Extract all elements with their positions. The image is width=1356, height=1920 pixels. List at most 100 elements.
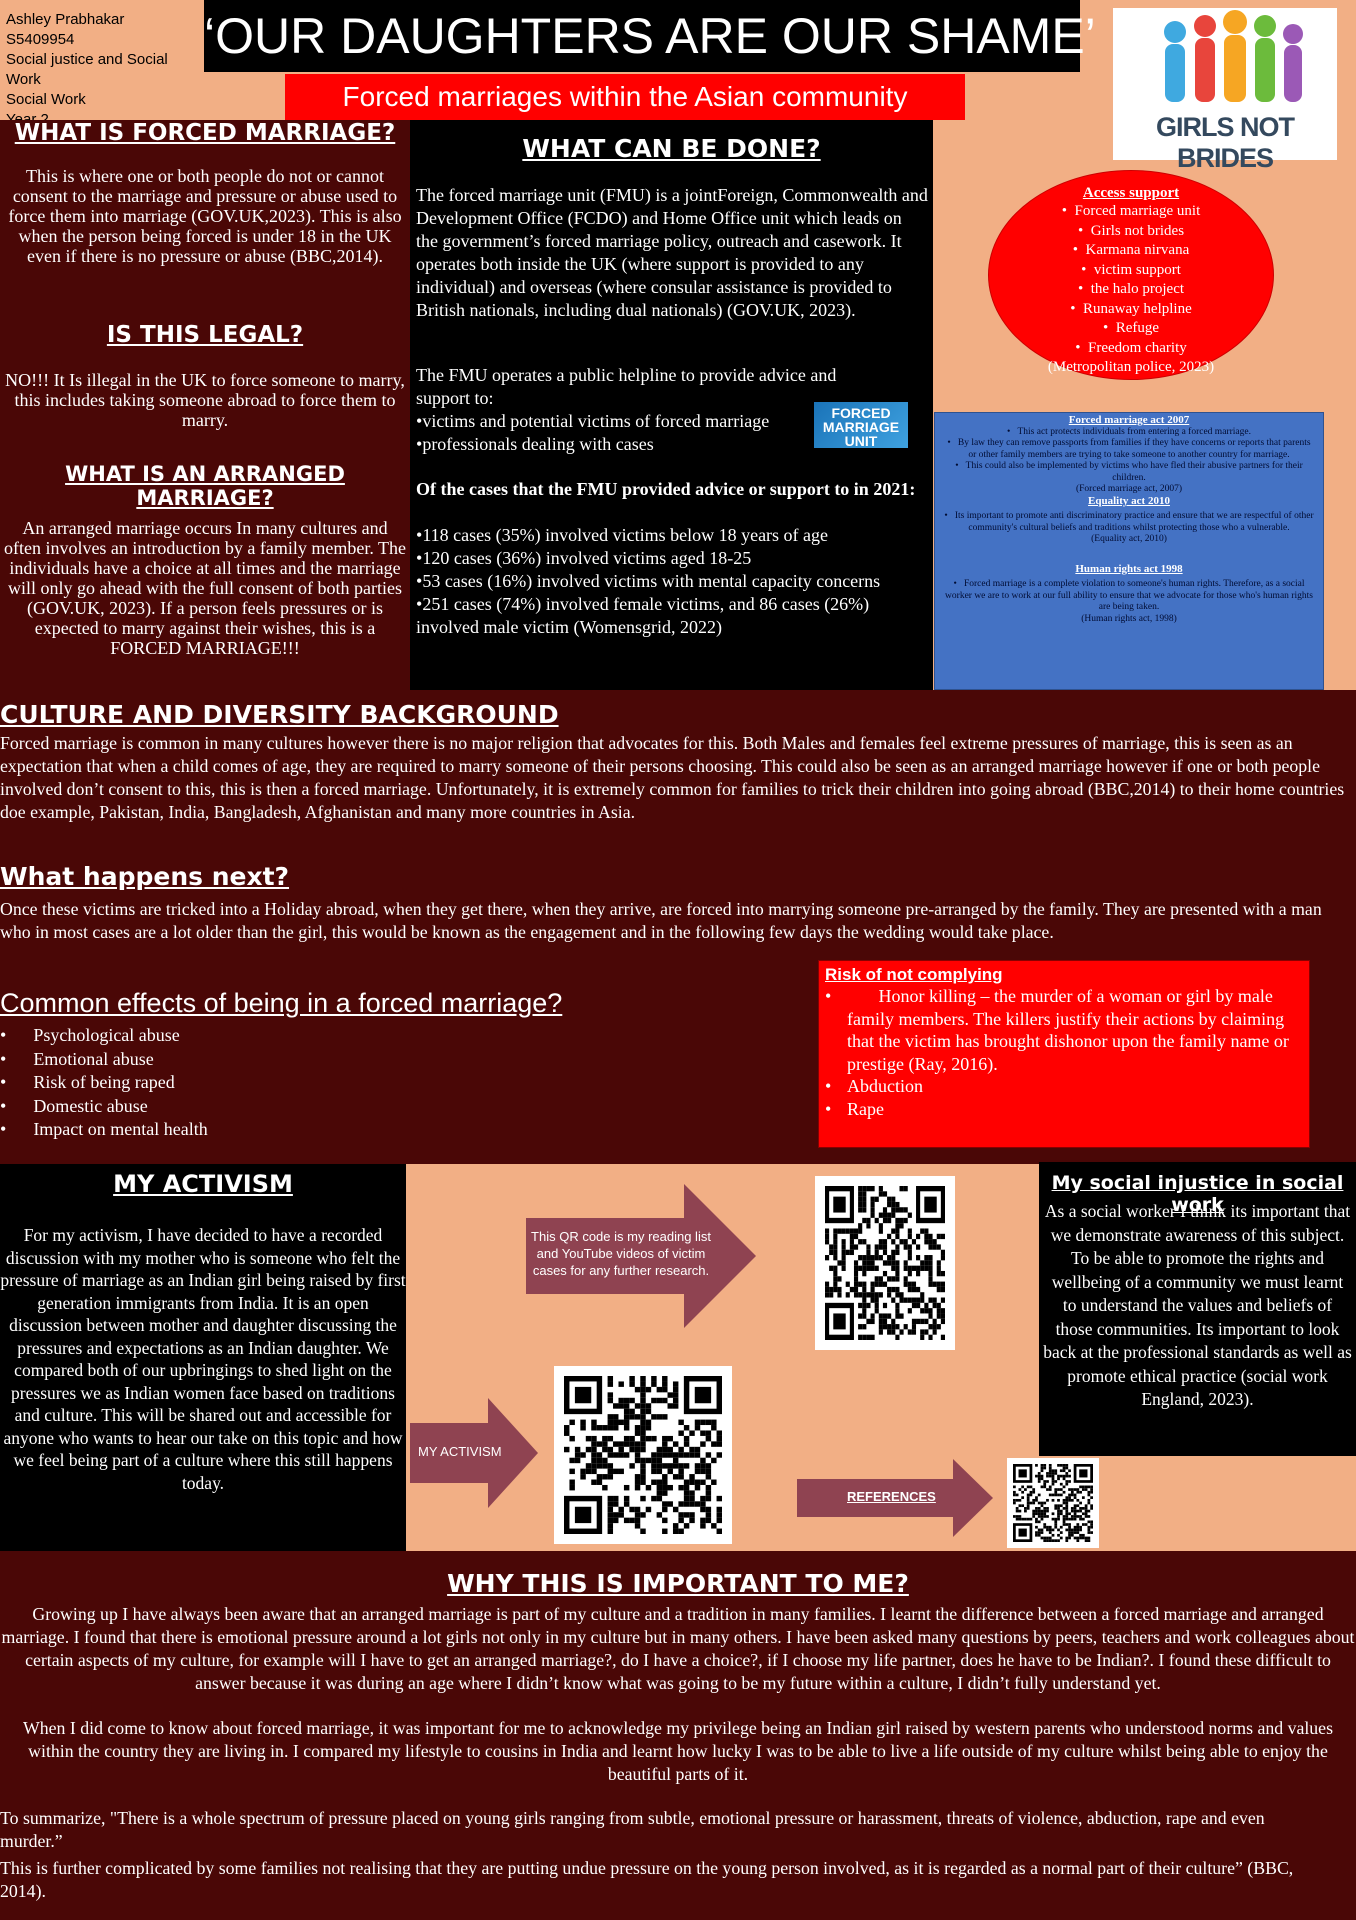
author-id: S5409954 (6, 31, 75, 48)
activism-qr-code[interactable] (554, 1366, 732, 1544)
fmu-logo-text: FORCED MARRIAGE UNIT (822, 405, 900, 448)
important-paragraph-2: When I did come to know about forced mar… (22, 1718, 1333, 1784)
important-paragraph-4: This is further complicated by some fami… (0, 1858, 1294, 1901)
activism-arrow-label: MY ACTIVISM (418, 1444, 502, 1459)
activism-arrow[interactable]: MY ACTIVISM (410, 1398, 538, 1508)
fma-item: • This could also be implemented by vict… (955, 461, 1303, 483)
stats-heading: Of the cases that the FMU provided advic… (416, 479, 916, 499)
culture-section: CULTURE AND DIVERSITY BACKGROUND Forced … (0, 690, 1356, 1164)
girls-not-brides-logo: GIRLS NOT BRIDES (1113, 8, 1337, 173)
support-item: • Karmana nirvana (1072, 242, 1190, 258)
done-paragraph-1: The forced marriage unit (FMU) is a join… (416, 185, 928, 320)
support-item: • Runaway helpline (1070, 300, 1192, 317)
reading-list-arrow: This QR code is my reading list and YouT… (526, 1184, 756, 1328)
injustice-text: As a social worker I think its important… (1043, 1201, 1352, 1409)
culture-heading: CULTURE AND DIVERSITY BACKGROUND (0, 700, 559, 729)
hra-source: (Human rights act, 1998) (1081, 613, 1177, 624)
social-injustice-panel: My social injustice in social work As a … (1039, 1162, 1356, 1456)
reading-list-text: This QR code is my reading list and YouT… (531, 1229, 711, 1278)
culture-text: Forced marriage is common in many cultur… (0, 733, 1345, 822)
effects-item: • Impact on mental health (0, 1119, 208, 1139)
author-name: Ashley Prabhakar (6, 11, 125, 28)
hra-heading: Human rights act 1998 (1075, 562, 1183, 575)
ea-source: (Equality act, 2010) (1091, 534, 1167, 544)
stats-item: •53 cases (16%) involved victims with me… (416, 571, 881, 591)
injustice-heading: My social injustice in social work (1051, 1172, 1344, 1216)
reading-list-qr-code[interactable] (815, 1176, 955, 1350)
logo-text: GIRLS NOT BRIDES (1156, 112, 1295, 173)
legislation-panel: Forced marriage act 2007 • This act prot… (934, 412, 1324, 690)
risk-box: Risk of not complying • Honor killing – … (818, 960, 1310, 1148)
fma-item: • This act protects individuals from ent… (1007, 426, 1251, 437)
references-arrow[interactable]: REFERENCES (797, 1459, 993, 1537)
qr-code-icon (825, 1186, 945, 1340)
next-heading: What happens next? (0, 862, 290, 891)
author-module: Social justice and Social Work (6, 51, 168, 88)
activism-text: For my activism, I have decided to have … (0, 1225, 406, 1493)
hra-item: • Forced marriage is a complete violatio… (945, 579, 1313, 612)
effects-item: • Psychological abuse (0, 1025, 180, 1045)
fma-heading: Forced marriage act 2007 (1068, 414, 1190, 426)
support-item: • Refuge (1102, 320, 1160, 336)
support-item: • victim support (1081, 261, 1181, 278)
qr-code-icon (1013, 1464, 1093, 1542)
poster-subtitle: Forced marriages within the Asian commun… (342, 81, 908, 112)
fma-source: (Forced marriage act, 2007) (1075, 484, 1183, 494)
next-text: Once these victims are tricked into a Ho… (0, 899, 1322, 942)
support-item: • Freedom charity (1075, 339, 1187, 356)
access-support-list: • Forced marriage unit • Girls not bride… (989, 202, 1273, 378)
support-source: (Metropolitan police, 2023) (1047, 359, 1215, 375)
important-heading: WHY THIS IS IMPORTANT TO ME? (447, 1569, 909, 1598)
poster-subtitle-box: Forced marriages within the Asian commun… (285, 74, 965, 120)
risk-list: • Honor killing – the murder of a woman … (825, 985, 1303, 1120)
stats-item: •251 cases (74%) involved female victims… (416, 594, 870, 637)
arranged-text: An arranged marriage occurs In many cult… (3, 518, 407, 658)
poster-title: ‘OUR DAUGHTERS ARE OUR SHAME’ (204, 8, 1096, 64)
done-paragraph-2: The FMU operates a public helpline to pr… (416, 365, 837, 408)
forced-marriage-text: This is where one or both people do not … (8, 166, 402, 266)
fmu-support-item: •victims and potential victims of forced… (416, 411, 770, 431)
fmu-support-list: •victims and potential victims of forced… (416, 410, 836, 456)
risk-item: • Honor killing – the murder of a woman … (825, 986, 1289, 1074)
activism-heading: MY ACTIVISM (113, 1170, 293, 1198)
qr-code-icon (564, 1376, 722, 1534)
risk-heading: Risk of not complying (825, 965, 1003, 984)
why-important-section: WHY THIS IS IMPORTANT TO ME? Growing up … (0, 1551, 1356, 1920)
fma-item: • By law they can remove passports from … (947, 438, 1311, 460)
legal-text: NO!!! It Is illegal in the UK to force s… (5, 370, 405, 430)
important-paragraph-1: Growing up I have always been aware that… (1, 1604, 1355, 1693)
left-column: WHAT IS FORCED MARRIAGE? This is where o… (0, 120, 410, 690)
effects-heading: Common effects of being in a forced marr… (0, 988, 563, 1018)
what-can-be-done-panel: WHAT CAN BE DONE? The forced marriage un… (410, 120, 933, 690)
effects-item: • Emotional abuse (0, 1048, 154, 1069)
effects-item: • Domestic abuse (0, 1095, 148, 1116)
ea-heading: Equality act 2010 (1088, 494, 1170, 507)
legal-heading: IS THIS LEGAL? (106, 322, 304, 348)
support-item: • the halo project (1077, 281, 1185, 297)
effects-list: • Psychological abuse • Emotional abuse … (0, 1024, 208, 1142)
risk-item: •Rape (825, 1098, 884, 1119)
support-item: • Girls not brides (1077, 222, 1185, 239)
stats-list: •118 cases (35%) involved victims below … (416, 524, 930, 639)
arranged-heading: WHAT IS AN ARRANGED MARRIAGE? (65, 462, 345, 510)
fmu-logo: FORCED MARRIAGE UNIT (814, 402, 908, 448)
author-course: Social Work (6, 91, 86, 108)
access-support-heading: Access support (1082, 185, 1180, 201)
references-qr-code[interactable] (1007, 1458, 1099, 1548)
references-label: REFERENCES (847, 1489, 936, 1504)
girls-figures-icon (1164, 10, 1303, 102)
risk-item: •Abduction (825, 1076, 923, 1096)
effects-item: • Risk of being raped (0, 1072, 175, 1092)
important-paragraph-3: To summarize, "There is a whole spectrum… (0, 1808, 1265, 1851)
ea-item: • Its important to promote anti discrimi… (944, 511, 1314, 533)
author-block: Ashley Prabhakar S5409954 Social justice… (6, 10, 206, 130)
stats-item: •118 cases (35%) involved victims below … (416, 525, 829, 545)
support-item: • Forced marriage unit (1061, 203, 1201, 219)
access-support-oval: Access support • Forced marriage unit • … (988, 170, 1274, 380)
done-heading: WHAT CAN BE DONE? (522, 134, 821, 163)
stats-item: •120 cases (36%) involved victims aged 1… (416, 548, 752, 568)
activism-panel: MY ACTIVISM For my activism, I have deci… (0, 1164, 406, 1551)
fmu-support-item: •professionals dealing with cases (416, 434, 654, 454)
poster-title-box: ‘OUR DAUGHTERS ARE OUR SHAME’ (204, 0, 1096, 72)
forced-marriage-heading: WHAT IS FORCED MARRIAGE? (14, 120, 396, 146)
